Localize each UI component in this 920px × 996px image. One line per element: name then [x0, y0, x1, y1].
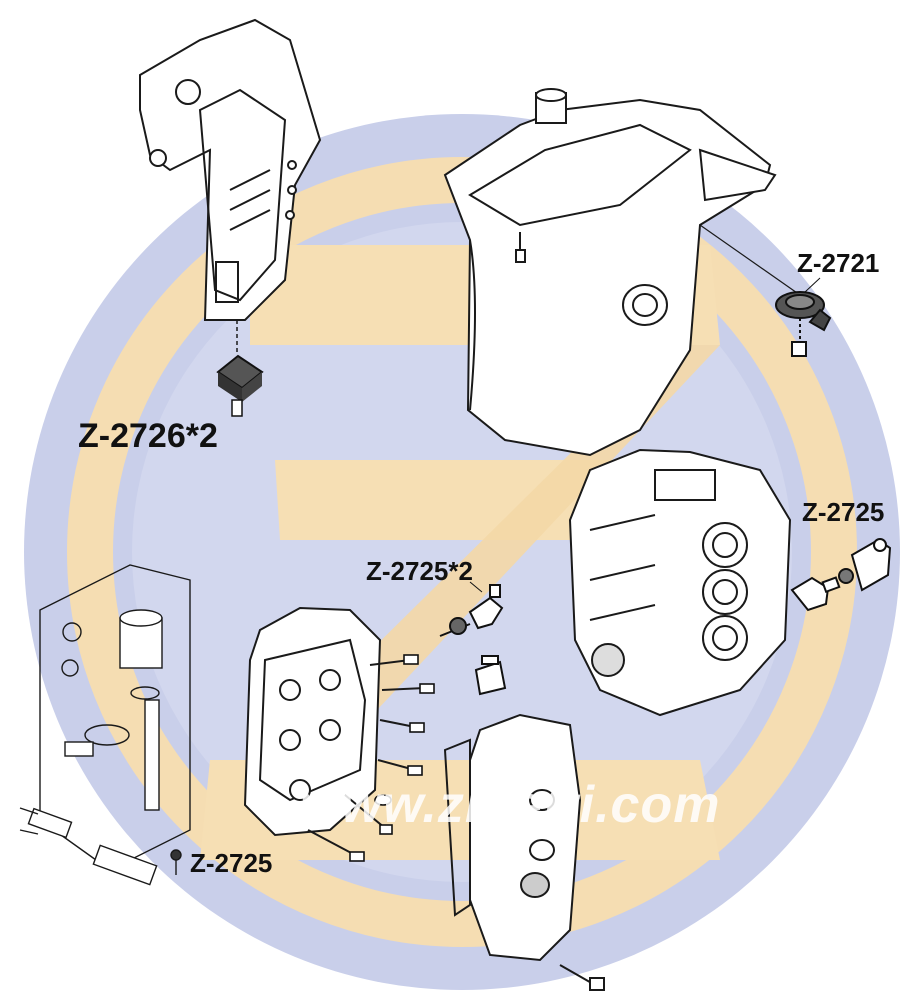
callout-z2725-right: Z-2725 [802, 497, 885, 527]
callout-z2725-center: Z-2725*2 [366, 556, 473, 586]
callout-z2726: Z-2726*2 [78, 417, 218, 455]
callout-z2725-bottom: Z-2725 [190, 848, 273, 878]
cylinder-block [568, 448, 792, 717]
callout-z2721: Z-2721 [797, 248, 880, 278]
thermostat-cover-center [439, 584, 507, 696]
clamp-bracket [139, 18, 322, 321]
watermark-url: www.zinetti.com [300, 776, 721, 834]
cylinder-head [243, 606, 426, 856]
spacer-pad [216, 320, 264, 417]
bolts-center [349, 654, 435, 862]
leader-lines [469, 277, 821, 593]
anode-part [775, 291, 832, 357]
lower-unit [443, 88, 801, 457]
thermostat-cover-right [790, 538, 892, 612]
exhaust-cover [443, 713, 605, 991]
trim-unit [19, 564, 191, 886]
